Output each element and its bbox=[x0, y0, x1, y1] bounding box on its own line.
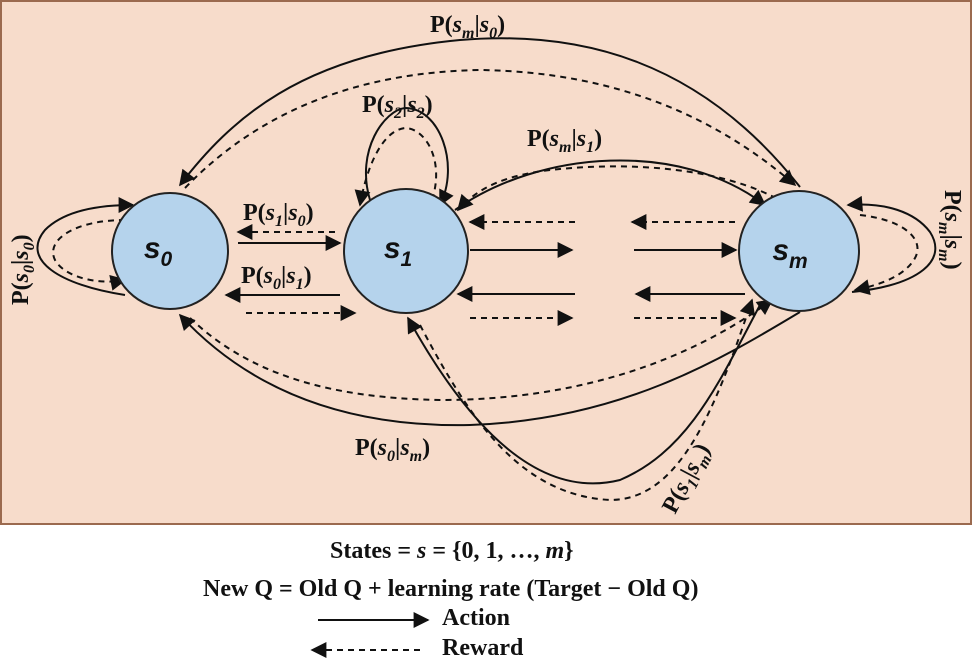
loop-sm-action bbox=[846, 195, 937, 293]
label-p-s1-sm: P(s1|sm) bbox=[657, 439, 719, 519]
straight-arrows bbox=[224, 214, 745, 326]
arc-s1-sm-bottom-reward bbox=[419, 298, 755, 502]
state-sm-sub: m bbox=[789, 250, 808, 273]
q-update-formula: New Q = Old Q + learning rate (Target − … bbox=[203, 576, 699, 602]
legend-reward-label: Reward bbox=[442, 635, 524, 661]
svg-text:sm: sm bbox=[772, 234, 807, 273]
loop-sm-reward bbox=[853, 214, 919, 296]
state-s0: s0 bbox=[111, 192, 229, 310]
svg-text:s0: s0 bbox=[144, 232, 173, 271]
label-p-sm-s1: P(sm|s1) bbox=[527, 126, 602, 156]
arc-s1-sm-action bbox=[454, 159, 767, 211]
state-s0-base: s bbox=[144, 232, 161, 265]
state-s1-base: s bbox=[384, 232, 401, 265]
arc-s0-sm-top-reward bbox=[184, 68, 797, 189]
state-sm: sm bbox=[738, 190, 860, 312]
state-s0-sub: 0 bbox=[161, 248, 173, 271]
arc-s1-sm-reward bbox=[456, 165, 796, 212]
loop-s0-reward bbox=[52, 219, 127, 291]
states-caption: States = s = {0, 1, …, m} bbox=[330, 538, 574, 564]
loop-s0-action bbox=[36, 197, 135, 296]
svg-text:s1: s1 bbox=[384, 232, 412, 271]
arc-s0-sm-top-action bbox=[179, 37, 801, 188]
arc-s0-sm-bottom-reward bbox=[189, 299, 774, 402]
loop-s1-action bbox=[364, 106, 454, 207]
label-p-s0-s1: P(s0|s1) bbox=[241, 263, 312, 293]
label-p-s0-sm: P(s0|sm) bbox=[355, 435, 430, 465]
arc-sm-s1-bottom-action bbox=[407, 304, 761, 485]
state-s1: s1 bbox=[343, 188, 469, 314]
state-sm-base: s bbox=[772, 234, 789, 267]
transition-arrows bbox=[36, 37, 937, 502]
label-p-sm-sm: P(sm|sm) bbox=[935, 190, 965, 270]
legend-action-label: Action bbox=[442, 605, 510, 631]
label-p-s0-s0: P(s0|s0) bbox=[8, 234, 38, 305]
label-p-sm-s0: P(sm|s0) bbox=[430, 12, 505, 42]
loop-s1-reward bbox=[354, 126, 438, 207]
label-p-s1-s0: P(s1|s0) bbox=[243, 200, 314, 230]
label-p-s2-s2: P(s2|s2) bbox=[362, 92, 433, 122]
state-s1-sub: 1 bbox=[401, 248, 413, 271]
arc-sm-s0-bottom-action bbox=[178, 311, 801, 427]
